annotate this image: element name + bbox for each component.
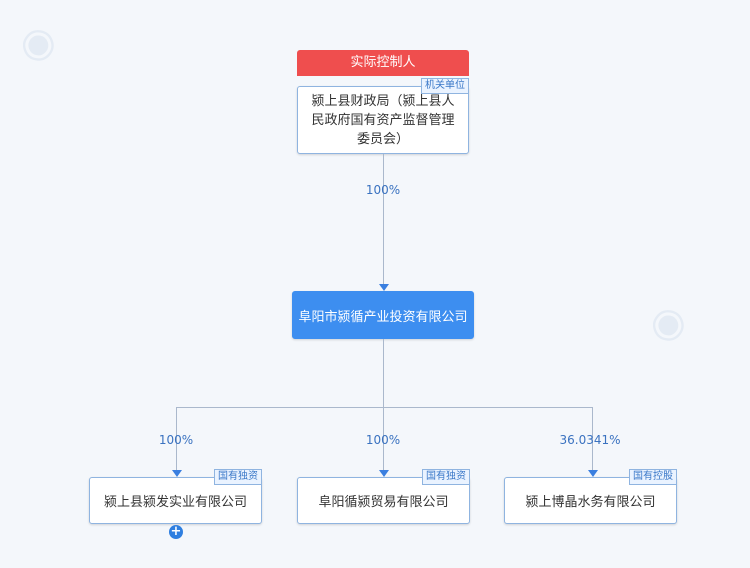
root-name: 颍上县财政局（颍上县人民政府国有资产监督管理委员会） bbox=[311, 93, 455, 147]
child-share: 100% bbox=[365, 433, 401, 447]
connector bbox=[383, 154, 384, 284]
connector bbox=[176, 407, 593, 408]
child-node[interactable]: 国有独资 阜阳循颍贸易有限公司 bbox=[297, 469, 470, 524]
connector bbox=[592, 407, 593, 470]
actual-controller-tag: 实际控制人 bbox=[297, 50, 469, 76]
child-badge: 国有独资 bbox=[422, 469, 470, 485]
arrow-icon bbox=[379, 284, 389, 291]
child-name: 阜阳循颍贸易有限公司 bbox=[318, 495, 449, 510]
center-name: 阜阳市颍循产业投资有限公司 bbox=[298, 309, 468, 325]
expand-plus-icon[interactable]: + bbox=[169, 524, 183, 539]
connector bbox=[383, 339, 384, 407]
arrow-icon bbox=[172, 470, 182, 477]
child-share: 100% bbox=[158, 433, 194, 447]
watermark: ◉ bbox=[13, 15, 62, 71]
child-badge: 国有独资 bbox=[214, 469, 262, 485]
arrow-icon bbox=[379, 470, 389, 477]
watermark: ◉ bbox=[643, 295, 692, 351]
child-node[interactable]: 国有控股 颍上博晶水务有限公司 bbox=[504, 469, 677, 524]
arrow-icon bbox=[588, 470, 598, 477]
child-badge: 国有控股 bbox=[629, 469, 677, 485]
child-node[interactable]: 国有独资 颍上县颍发实业有限公司 bbox=[89, 469, 262, 524]
child-share: 36.0341% bbox=[559, 433, 621, 447]
root-badge: 机关单位 bbox=[421, 78, 469, 94]
connector bbox=[176, 407, 177, 470]
connector bbox=[383, 407, 384, 470]
root-node[interactable]: 机关单位 颍上县财政局（颍上县人民政府国有资产监督管理委员会） bbox=[297, 78, 469, 154]
center-node[interactable]: 阜阳市颍循产业投资有限公司 bbox=[292, 291, 474, 339]
root-share: 100% bbox=[365, 183, 401, 197]
child-name: 颍上县颍发实业有限公司 bbox=[103, 495, 247, 510]
child-name: 颍上博晶水务有限公司 bbox=[525, 495, 656, 510]
